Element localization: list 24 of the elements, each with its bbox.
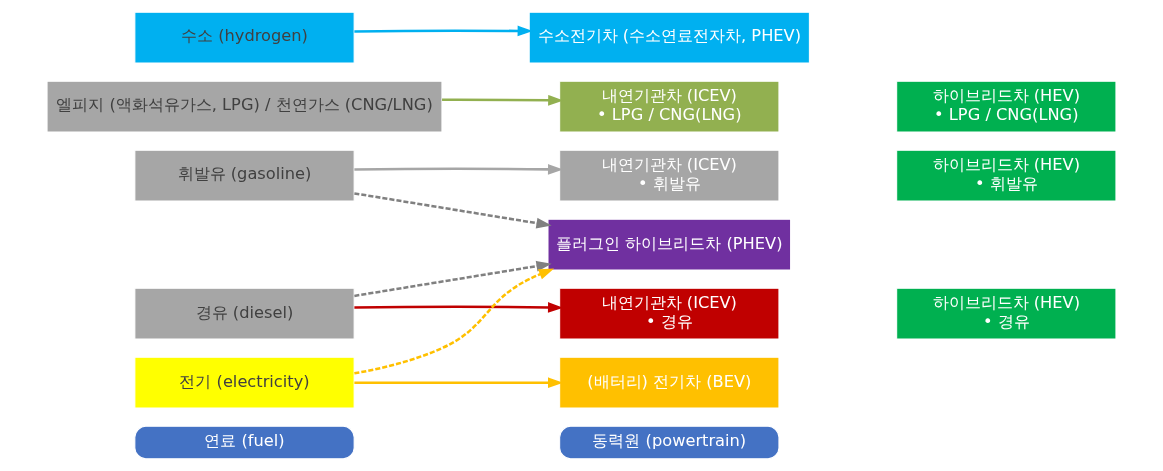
node-box: 내연기관차 (ICEV) • 경유: [559, 287, 780, 340]
arrow: [354, 164, 564, 175]
node-box: 휘발유 (gasoline): [134, 149, 355, 202]
node-box: 수소 (hydrogen): [134, 11, 355, 64]
arrow: [354, 260, 552, 298]
arrow: [354, 302, 564, 313]
node-box: 경유 (diesel): [134, 287, 355, 340]
node-box: 하이브리드차 (HEV) • LPG / CNG(LNG): [896, 80, 1117, 133]
arrow: [354, 377, 564, 389]
node-box: 플러그인 하이브리드차 (PHEV): [547, 218, 792, 271]
node-box: 동력원 (powertrain): [559, 425, 780, 460]
arrow: [354, 25, 533, 37]
arrow: [354, 192, 552, 229]
node-box: 엘피지 (액화석유가스, LPG) / 천연가스 (CNG/LNG): [46, 80, 443, 133]
node-box: 전기 (electricity): [134, 356, 355, 409]
node-box: 하이브리드차 (HEV) • 휘발유: [896, 149, 1117, 202]
arrow: [354, 268, 555, 375]
node-box: 연료 (fuel): [134, 425, 355, 460]
node-box: (배터리) 전기차 (BEV): [559, 356, 780, 409]
node-box: 내연기관차 (ICEV) • 휘발유: [559, 149, 780, 202]
arrow: [442, 95, 564, 106]
node-box: 하이브리드차 (HEV) • 경유: [896, 287, 1117, 340]
node-box: 수소전기차 (수소연료전자차, PHEV): [528, 11, 810, 64]
node-box: 내연기관차 (ICEV) • LPG / CNG(LNG): [559, 80, 780, 133]
